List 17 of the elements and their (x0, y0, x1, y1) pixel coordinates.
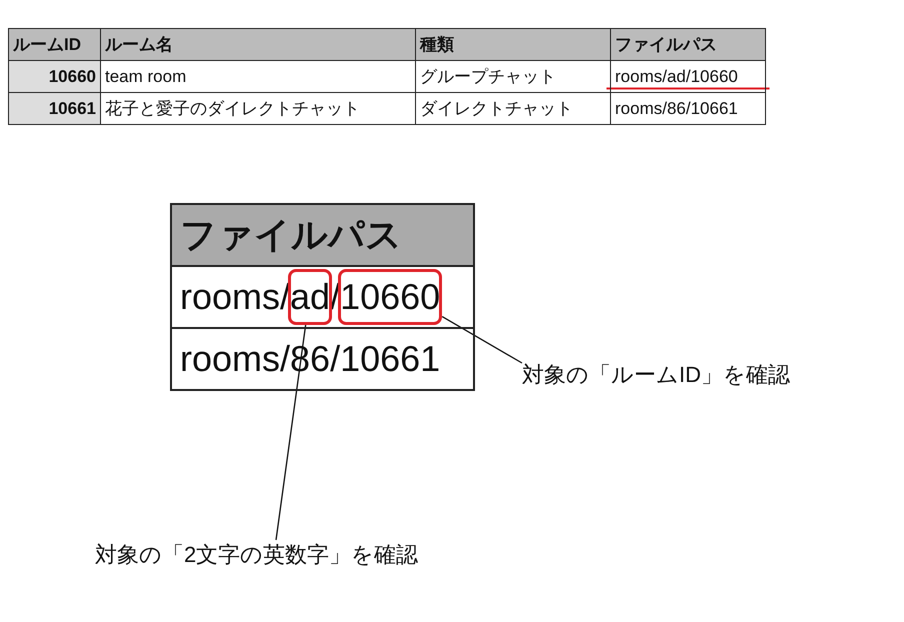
leader-line (442, 316, 522, 364)
table-cell: 10660 (8, 60, 100, 92)
table-cell: グループチャット (416, 60, 610, 92)
header-cell: ファイルパス (610, 28, 766, 60)
table-cell: rooms/ad/10660 (610, 60, 766, 92)
header-cell: ルーム名 (100, 28, 416, 60)
callout-text: 対象の「2文字の英数字」を確認 (95, 540, 418, 570)
header-cell: 種類 (416, 28, 610, 60)
leader-line (275, 324, 306, 540)
table-cell: 花子と愛子のダイレクトチャット (100, 92, 416, 124)
callout-text: 対象の「ルームID」を確認 (522, 360, 790, 390)
header-cell: ルームID (8, 28, 100, 60)
table-cell: 10661 (8, 92, 100, 124)
table-cell: ダイレクトチャット (416, 92, 610, 124)
header-cell: ファイルパス (171, 204, 474, 266)
table-cell: team room (100, 60, 416, 92)
table-cell: rooms/86/10661 (610, 92, 766, 124)
